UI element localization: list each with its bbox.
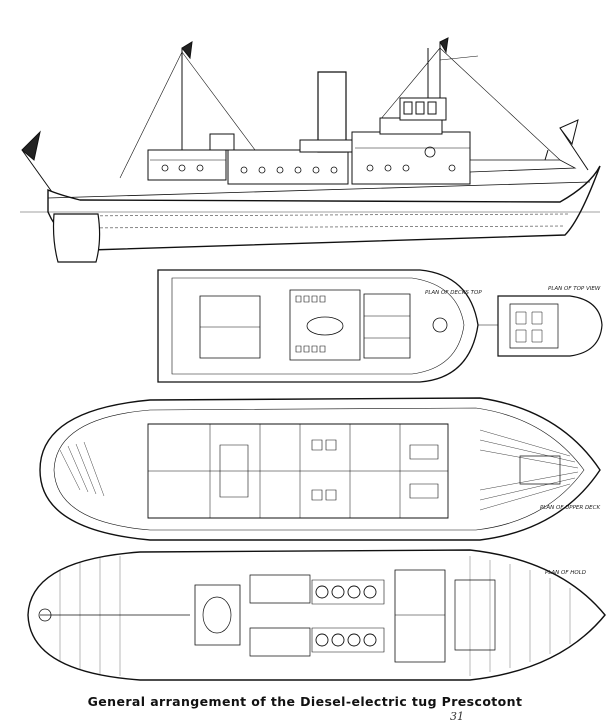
flag-icon (22, 132, 52, 192)
battery-cells (316, 586, 376, 646)
plan-deck-top (158, 270, 478, 382)
plan-hold (28, 550, 605, 680)
plan-hold-label: PLAN OF HOLD (545, 570, 587, 576)
portholes (162, 147, 455, 173)
figure-caption: General arrangement of the Diesel-electr… (87, 694, 523, 709)
plan-deck-top-label: PLAN OF DECKS TOP (425, 290, 482, 296)
side-elevation (20, 38, 600, 262)
plan-top-view (478, 296, 602, 356)
plan-upper-deck-label: PLAN OF UPPER DECK (540, 505, 601, 511)
flag-icon (182, 42, 192, 150)
plan-upper-deck (40, 398, 600, 540)
plan-top-view-label: PLAN OF TOP VIEW (548, 286, 601, 292)
flag-icon (560, 120, 588, 170)
corner-mark: 31 (450, 710, 464, 723)
